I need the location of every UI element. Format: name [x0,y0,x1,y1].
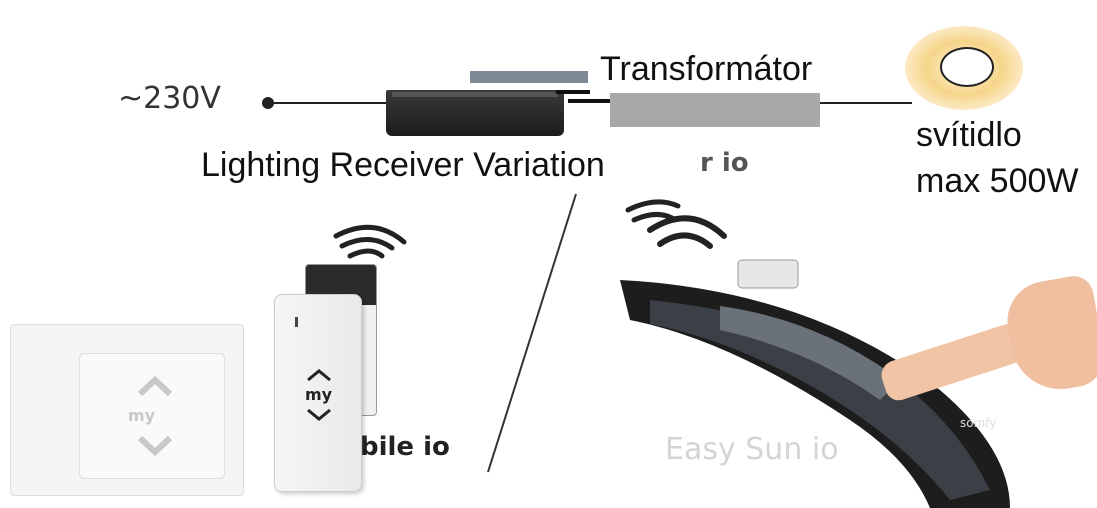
wireless-signal-icon [333,224,407,259]
wireless-signal-icon [625,199,727,249]
mobile-product-label: bile io [360,432,450,462]
receiver-connector-1 [556,90,590,94]
lamp-bulb-icon [940,47,994,87]
easy-sun-label: Easy Sun io [665,432,839,467]
transformer-box [610,93,820,127]
supply-voltage-label: ~230V [118,81,221,116]
wall-switch: my [10,324,244,496]
supply-wire [272,102,390,104]
divider-line [487,193,577,473]
product-illustration: my my bile io somfy Easy Sun io [0,190,1097,508]
transformer-label: Transformátor [600,50,813,88]
receiver-device [386,90,564,136]
lamp-wire [820,102,912,104]
receiver-label: Lighting Receiver Variation [201,146,605,184]
lamp-label-line1: svítidlo [916,116,1022,154]
tablet-brand-label: somfy [960,416,997,430]
remote-up-icon [307,369,331,382]
remote-my-label: my [305,385,333,404]
partial-product-label: r io [700,148,749,178]
transformer-top-bar [470,71,588,83]
receiver-connector-2 [568,99,612,103]
easy-sun-remote [620,259,1010,508]
wall-switch-buttons-icon [137,375,173,457]
remote-down-icon [307,408,331,421]
supply-terminal-dot [262,97,274,109]
wall-switch-my-label: my [128,406,156,425]
wiring-diagram: ~230V Transformátor svítidlo max 500W Li… [0,0,1097,200]
remote-front: my [274,294,362,492]
lamp-label-line2: max 500W [916,162,1079,200]
